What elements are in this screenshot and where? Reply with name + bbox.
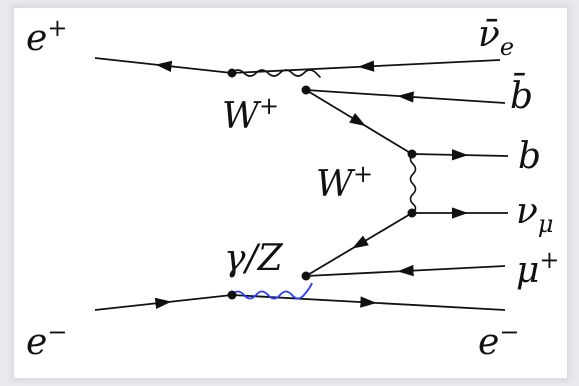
label-mu-plus: μ+ <box>516 246 560 291</box>
fermion-lines <box>94 57 509 311</box>
vertex-e-w <box>227 68 237 78</box>
label-bbar: b̄ <box>510 73 533 117</box>
label-gamma-z: γ/Z <box>224 238 284 279</box>
line-e-plus-first-half <box>155 60 233 74</box>
vertex-w-b <box>407 149 417 159</box>
line-w-mid-to-gz-first-half <box>352 212 413 249</box>
label-nu-mu: νμ <box>516 191 554 238</box>
line-w-mid-to-gz-second-half <box>305 243 360 277</box>
line-nubar-e-first-half <box>357 59 501 72</box>
label-w-middle: W+ <box>316 160 373 205</box>
label-nubar-e: ν̄e <box>478 14 514 61</box>
vertex-w-bbar <box>301 85 311 95</box>
label-e-plus: e+ <box>26 14 67 59</box>
line-e-minus-in-second-half <box>163 294 233 304</box>
label-w-upper: W+ <box>222 92 279 137</box>
vertex-gz-mu <box>301 271 311 281</box>
vertex-e-gz <box>227 290 237 300</box>
line-nubar-e-second-half <box>231 65 367 74</box>
line-bbar-first-half <box>397 91 506 104</box>
label-e-minus-out: e− <box>478 318 519 363</box>
w-boson-middle-propagator <box>409 153 417 214</box>
line-e-minus-out-second-half <box>368 301 506 311</box>
label-b: b <box>518 136 541 177</box>
line-mu-plus-first-half <box>397 264 506 277</box>
vertex-w-numu <box>407 208 417 218</box>
vertices <box>227 68 417 300</box>
line-b-first-half <box>411 149 469 161</box>
line-w-top-to-mid-second-half <box>358 121 413 155</box>
line-b-second-half <box>459 154 509 157</box>
line-e-minus-in-first-half <box>94 297 172 311</box>
line-e-plus-second-half <box>94 57 164 67</box>
w-boson-top-propagator <box>231 69 321 78</box>
line-mu-plus-second-half <box>305 270 406 277</box>
line-bbar-second-half <box>305 89 406 98</box>
gamma-z-propagator <box>231 282 313 300</box>
label-e-minus-in: e− <box>26 318 67 363</box>
line-w-top-to-mid-first-half <box>305 89 366 127</box>
